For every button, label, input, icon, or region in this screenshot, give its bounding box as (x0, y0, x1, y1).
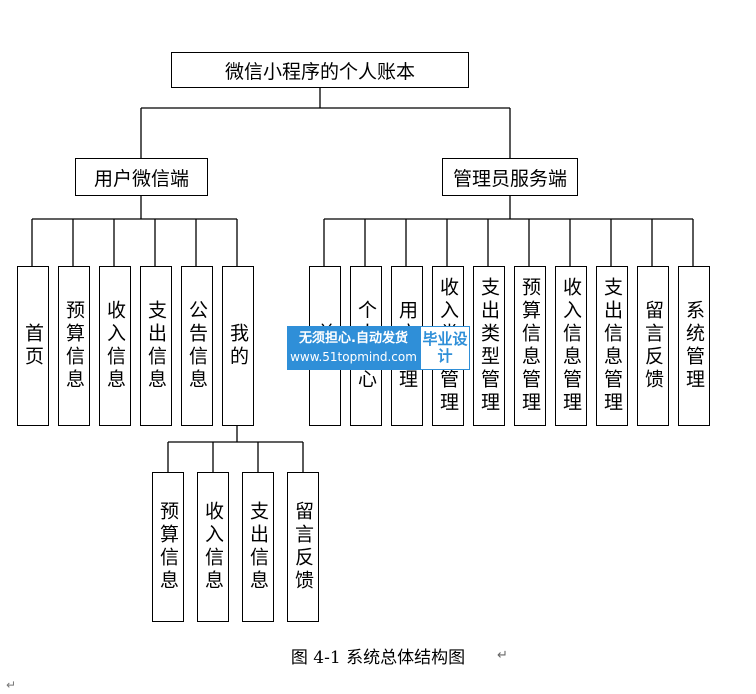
sub-leaf-node-3: 留言反馈 (287, 472, 319, 622)
leaf-node-0-3: 支出信息 (140, 266, 172, 426)
leaf-node-0-0: 首页 (17, 266, 49, 426)
sub-leaf-node-2: 支出信息 (242, 472, 274, 622)
watermark-banner: 无须担心.自动发货 www.51topmind.com 毕业设计 (287, 326, 470, 370)
watermark-slogan: 无须担心.自动发货 (299, 331, 408, 346)
leaf-node-1-9: 系统管理 (678, 266, 710, 426)
sub-leaf-node-1: 收入信息 (197, 472, 229, 622)
paragraph-mark: ↵ (497, 648, 508, 663)
leaf-node-0-1: 预算信息 (58, 266, 90, 426)
leaf-node-1-4: 支出类型管理 (473, 266, 505, 426)
leaf-node-0-5: 我的 (222, 266, 254, 426)
leaf-node-1-6: 收入信息管理 (555, 266, 587, 426)
leaf-node-1-5: 预算信息管理 (514, 266, 546, 426)
sub-leaf-node-0: 预算信息 (152, 472, 184, 622)
watermark-url: www.51topmind.com (290, 350, 417, 364)
watermark-text-panel: 无须担心.自动发货 www.51topmind.com (287, 326, 420, 370)
figure-caption: 图 4-1 系统总体结构图 (290, 648, 466, 668)
leaf-node-1-8: 留言反馈 (637, 266, 669, 426)
root-node: 微信小程序的个人账本 (171, 52, 469, 88)
watermark-badge: 毕业设计 (420, 326, 470, 370)
branch-node-0: 用户微信端 (75, 158, 208, 196)
leaf-node-1-7: 支出信息管理 (596, 266, 628, 426)
leaf-node-0-4: 公告信息 (181, 266, 213, 426)
paragraph-mark-corner: ↵ (6, 678, 17, 692)
branch-node-1: 管理员服务端 (442, 158, 578, 196)
leaf-node-0-2: 收入信息 (99, 266, 131, 426)
